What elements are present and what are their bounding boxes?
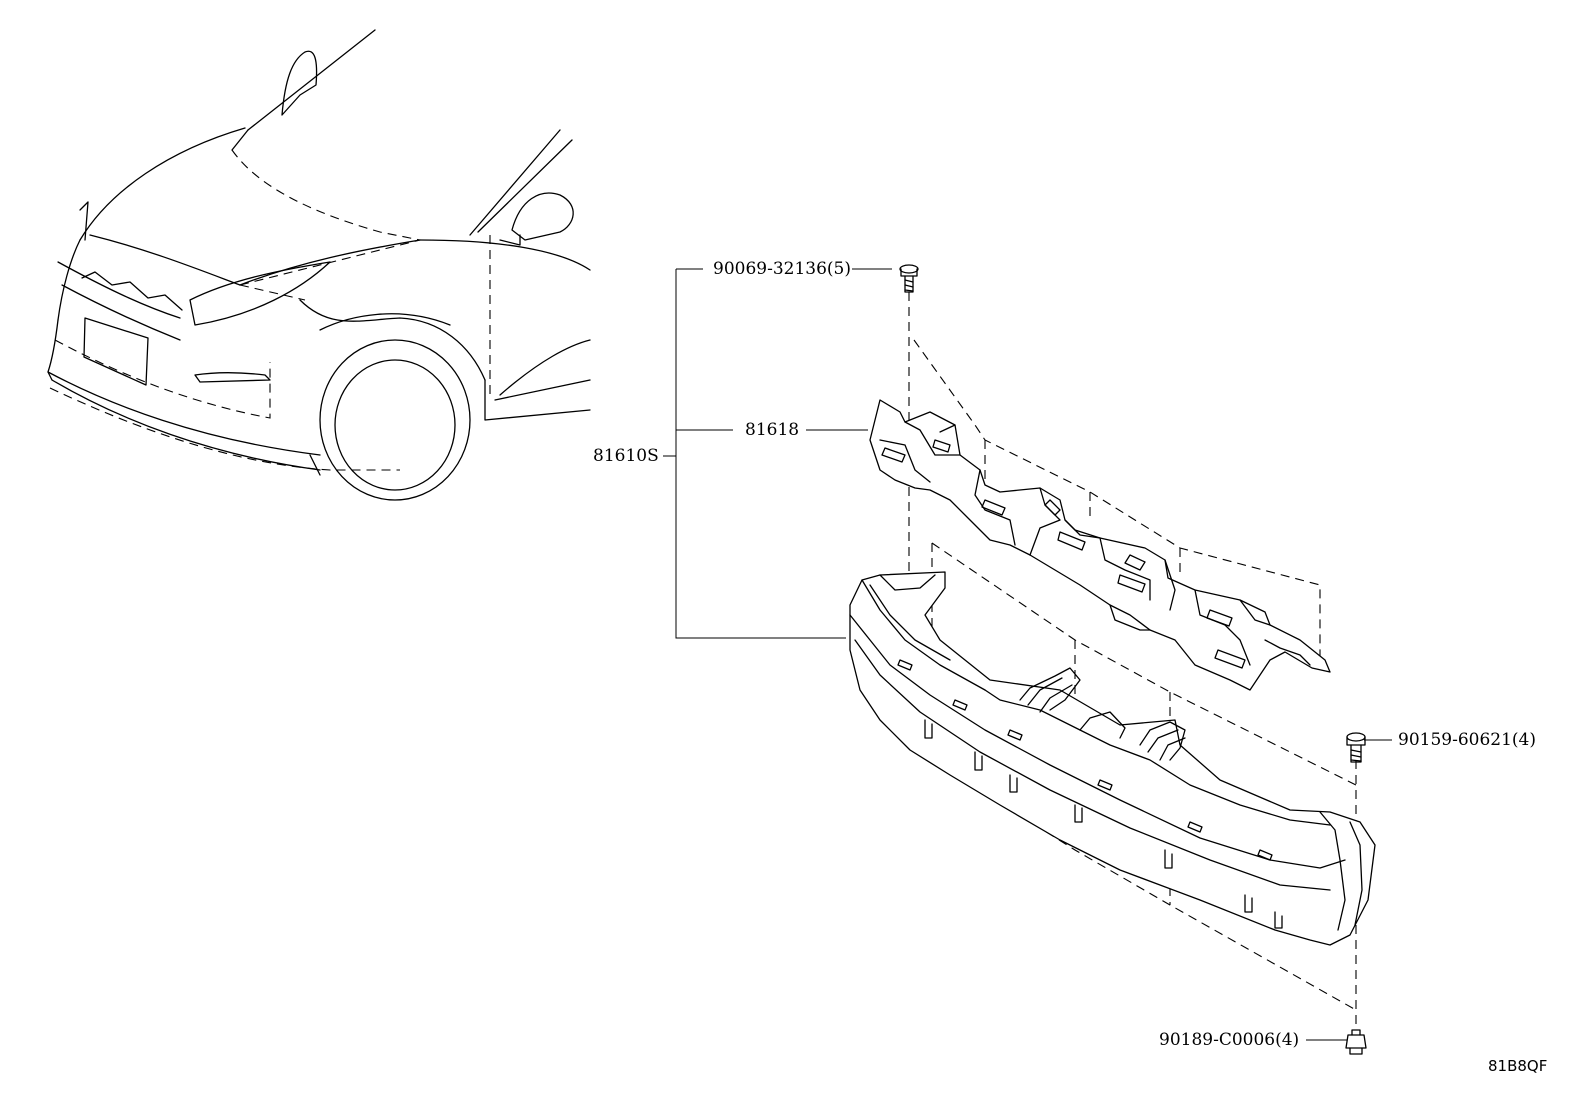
clip-icon <box>1345 1029 1367 1055</box>
clip-part-label: 90189-C0006(4) <box>1159 1030 1300 1050</box>
leader-lines <box>663 268 1392 1041</box>
vehicle-front-illustration <box>47 29 591 501</box>
screw-part-label: 90069-32136(5) <box>713 259 851 279</box>
retainer-part-label: 81618 <box>745 420 800 440</box>
retainer-81618 <box>869 399 1331 691</box>
figure-code: 81B8QF <box>1488 1057 1548 1075</box>
assembly-bracket <box>675 269 846 639</box>
bolt-icon <box>1346 732 1366 763</box>
assembly-part-label: 81610S <box>593 446 659 466</box>
screw-icon <box>899 264 919 293</box>
bumper-reinforcement <box>849 571 1376 946</box>
bolt-part-label: 90159-60621(4) <box>1398 730 1536 750</box>
